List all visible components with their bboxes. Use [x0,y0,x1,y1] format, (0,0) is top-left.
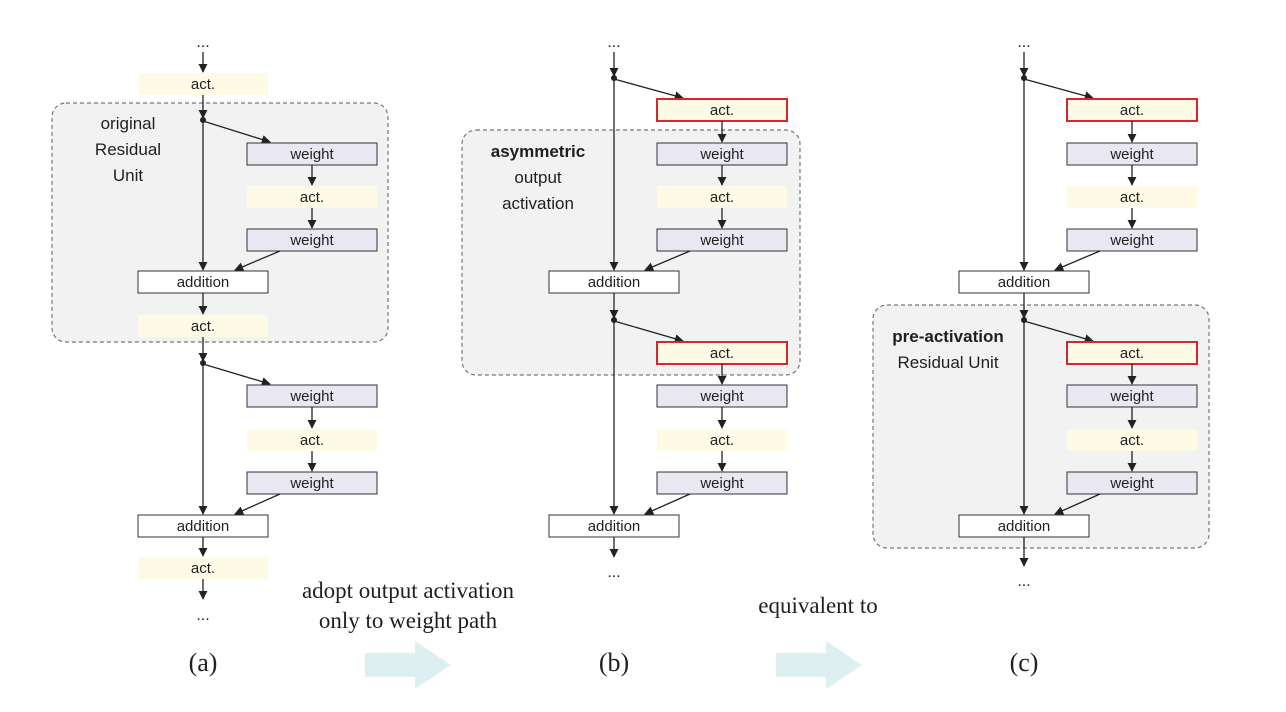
transition-ab-line1: adopt output activation [302,578,515,603]
act-box [138,557,268,579]
addition-label: addition [998,274,1051,291]
region-asymmetric-output-activation [461,129,801,376]
act-box [1067,186,1197,208]
region-original-residual-unit [51,102,389,343]
act-label: act. [191,318,215,335]
weight-label: weight [1109,146,1154,163]
region-a-label-line3: Unit [113,166,144,185]
act-box [138,315,268,337]
weight-label: weight [289,388,334,405]
diagram-c: ... act. weight act. weight addition act… [958,34,1198,590]
ellipsis-bottom-c: ... [1017,573,1030,590]
act-label: act. [191,76,215,93]
transition-bc-line1: equivalent to [758,593,877,618]
ellipsis-bottom-b: ... [607,564,620,581]
region-c-label-line2: Residual Unit [897,353,998,372]
region-b-label-line2: output [514,168,562,187]
weight-box [656,471,788,495]
weight-box [246,228,378,252]
act-label: act. [710,345,734,362]
region-b-label-line3: activation [502,194,574,213]
act-label: act. [1120,102,1144,119]
weight-box [1066,471,1198,495]
ellipsis-top-c: ... [1017,34,1030,51]
region-b-label-line1: asymmetric [491,142,586,161]
ellipsis-bottom-a: ... [196,607,209,624]
transition-arrow-icon [776,641,862,689]
weight-label: weight [1109,475,1154,492]
ellipsis-top-b: ... [607,34,620,51]
region-a-label-line2: Residual [95,140,161,159]
ellipsis-top-a: ... [196,34,209,51]
act-label: act. [710,189,734,206]
weight-box [246,471,378,495]
addition-label: addition [998,518,1051,535]
act-label: act. [300,189,324,206]
diagram-b: ... act. weight act. weight addition act… [548,34,788,581]
act-label: act. [300,432,324,449]
addition-label: addition [177,274,230,291]
transition-arrow-icon [365,641,451,689]
region-c-label-line1: pre-activation [892,327,1003,346]
weight-label: weight [699,232,744,249]
weight-label: weight [289,146,334,163]
act-box [247,186,377,208]
act-label: act. [710,432,734,449]
weight-label: weight [699,475,744,492]
addition-label: addition [588,518,641,535]
weight-label: weight [289,232,334,249]
weight-label: weight [1109,232,1154,249]
act-label: act. [1120,432,1144,449]
act-box [1067,429,1197,451]
act-label: act. [1120,345,1144,362]
addition-label: addition [588,274,641,291]
caption-a: (a) [189,648,218,677]
weight-label: weight [1109,388,1154,405]
weight-box [656,228,788,252]
addition-label: addition [177,518,230,535]
act-box [657,186,787,208]
region-a-label-line1: original [101,114,156,133]
weight-label: weight [699,388,744,405]
act-box [657,429,787,451]
act-label: act. [191,560,215,577]
act-label: act. [1120,189,1144,206]
caption-c: (c) [1010,648,1039,677]
caption-b: (b) [599,648,629,677]
diagram-a: ... act. weight act. weight addition act… [137,34,378,624]
act-box [138,73,268,95]
weight-box [1066,228,1198,252]
weight-label: weight [699,146,744,163]
weight-label: weight [289,475,334,492]
act-box [247,429,377,451]
act-label: act. [710,102,734,119]
transition-ab-line2: only to weight path [319,608,498,633]
